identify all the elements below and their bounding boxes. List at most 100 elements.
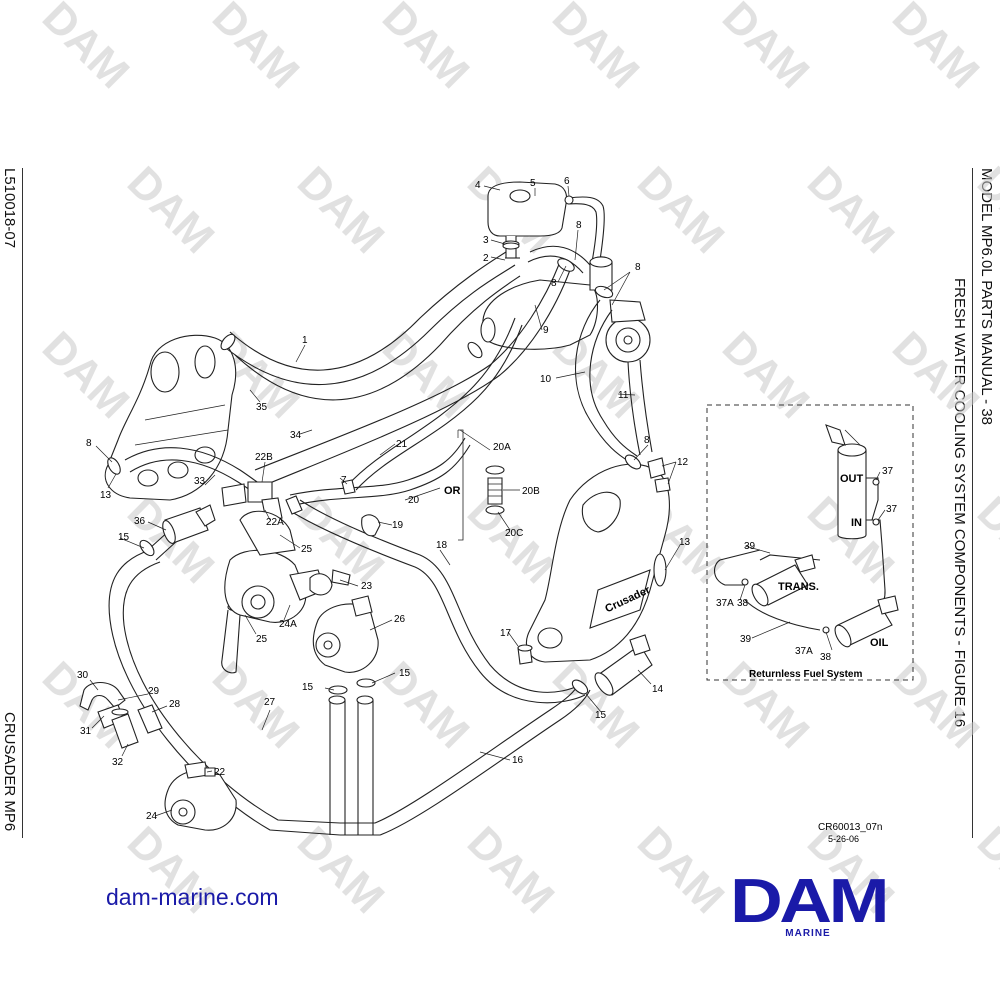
- watermark-text: DAM: [798, 157, 904, 263]
- thermostat-housing: [480, 256, 613, 350]
- drawing-code: CR60013_07n: [818, 822, 883, 833]
- watermark-text: DAM: [118, 157, 224, 263]
- hose-clamps: [107, 242, 642, 695]
- watermark-text: DAM: [203, 652, 309, 758]
- watermark-text: DAM: [883, 322, 989, 428]
- logo-subtitle: MARINE: [785, 928, 831, 939]
- label-25-bottom: 25: [256, 634, 268, 645]
- part-labels: 1 2 3 4 5 6 7 8 8 8 8 8 9 10 11 12 13 13…: [77, 176, 898, 844]
- label-18: 18: [436, 540, 448, 551]
- dam-marine-logo: DAM MARINE: [718, 867, 898, 944]
- leader-lines: [89, 185, 886, 817]
- label-22b: 22B: [255, 452, 273, 463]
- label-31: 31: [80, 726, 92, 737]
- label-7: 7: [341, 475, 347, 486]
- drawing-date: 5-26-06: [828, 834, 859, 844]
- coolant-expansion-tank: [487, 181, 605, 263]
- fuel-filter-14: [594, 634, 653, 696]
- watermark-text: DAM: [968, 487, 1000, 593]
- watermark-text: DAM: [373, 652, 479, 758]
- watermark-text: DAM: [458, 487, 564, 593]
- heat-exchanger-36: [162, 504, 216, 544]
- watermark-text: DAM: [968, 817, 1000, 923]
- label-36: 36: [134, 516, 146, 527]
- label-29: 29: [148, 686, 160, 697]
- watermark-text: DAM: [203, 0, 309, 98]
- circulating-pump: [605, 299, 651, 363]
- label-38-trans: 38: [737, 598, 749, 609]
- website-link[interactable]: dam-marine.com: [106, 884, 279, 910]
- label-5: 5: [530, 178, 536, 189]
- label-4: 4: [475, 180, 481, 191]
- label-35: 35: [256, 402, 268, 413]
- label-27: 27: [264, 697, 276, 708]
- label-22a: 22A: [266, 517, 284, 528]
- watermark-text: DAM: [628, 157, 734, 263]
- loose-parts-28-32: [79, 681, 163, 749]
- watermark-text: DAM: [883, 0, 989, 98]
- watermark-text: DAM: [968, 157, 1000, 263]
- label-21: 21: [396, 439, 408, 450]
- label-38-oil: 38: [820, 652, 832, 663]
- label-33: 33: [194, 476, 206, 487]
- label-trans: TRANS.: [778, 581, 819, 593]
- logo-wordmark: DAM: [729, 867, 890, 936]
- watermark-text: DAM: [713, 0, 819, 98]
- pump-assembly-24: [164, 761, 237, 831]
- fittings: [221, 479, 381, 537]
- seawater-pump-26: [312, 595, 379, 673]
- label-6: 6: [564, 176, 570, 187]
- label-32: 32: [112, 757, 124, 768]
- watermark-text: DAM: [883, 652, 989, 758]
- label-returnless-fuel-system: Returnless Fuel System: [749, 669, 862, 680]
- label-in: IN: [851, 517, 862, 529]
- label-out: OUT: [840, 473, 864, 485]
- watermark-text: DAM: [288, 157, 394, 263]
- label-20a: 20A: [493, 442, 511, 453]
- label-17: 17: [500, 628, 512, 639]
- label-39-top: 39: [744, 541, 756, 552]
- label-15-pump-right: 15: [399, 668, 411, 679]
- watermark-text: DAM: [373, 0, 479, 98]
- label-39-bottom: 39: [740, 634, 752, 645]
- watermark-text: DAM: [373, 322, 479, 428]
- watermark-text: DAM: [543, 0, 649, 98]
- label-15-left: 15: [118, 532, 130, 543]
- label-3: 3: [483, 235, 489, 246]
- label-15-pump-left: 15: [302, 682, 314, 693]
- raw-water-pump: [224, 510, 351, 623]
- label-37a-oil: 37A: [795, 646, 813, 657]
- left-margin-rule: [22, 168, 23, 838]
- label-25-top: 25: [301, 544, 313, 555]
- label-8-top: 8: [576, 220, 582, 231]
- label-22: 22: [214, 767, 226, 778]
- label-14: 14: [652, 684, 664, 695]
- label-8-pump: 8: [635, 262, 641, 273]
- label-26: 26: [394, 614, 406, 625]
- label-10: 10: [540, 374, 552, 385]
- label-oil: OIL: [870, 637, 889, 649]
- label-8-left: 8: [86, 438, 92, 449]
- label-37-in: 37: [886, 504, 898, 515]
- label-37-out: 37: [882, 466, 894, 477]
- label-23: 23: [361, 581, 373, 592]
- label-13-left: 13: [100, 490, 112, 501]
- label-30: 30: [77, 670, 89, 681]
- label-37a-trans: 37A: [716, 598, 734, 609]
- watermark-text: DAM: [458, 817, 564, 923]
- label-20c: 20C: [505, 528, 523, 539]
- drain-plug-17: [517, 644, 533, 665]
- right-exhaust-manifold: Crusader: [526, 463, 670, 663]
- label-2: 2: [483, 253, 489, 264]
- label-or: OR: [444, 485, 461, 497]
- hoses: [108, 245, 653, 836]
- label-1: 1: [302, 335, 308, 346]
- watermark-text: DAM: [288, 817, 394, 923]
- label-8-thermostat: 8: [551, 278, 557, 289]
- label-24a: 24A: [279, 619, 297, 630]
- label-34: 34: [290, 430, 302, 441]
- alternate-parts-20b-20c: [458, 429, 505, 541]
- label-9: 9: [543, 325, 549, 336]
